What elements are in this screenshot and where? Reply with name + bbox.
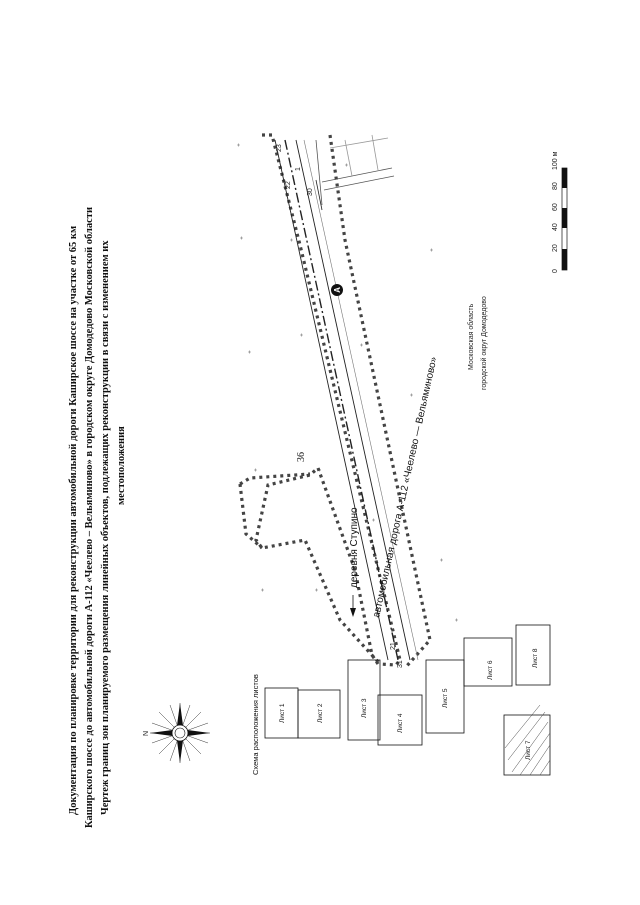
compass-north-label: N [143, 731, 150, 736]
district-label: городской округ Домодедово [480, 296, 488, 390]
marker-a: A [331, 284, 343, 296]
scale-tick-80: 80 [552, 182, 559, 190]
sheet-scheme: Схема расположения листов Лист 1 Лист 2 … [251, 624, 551, 776]
scale-bar: 0 20 40 60 80 100 м [552, 151, 568, 273]
road-label: автомобильная дорога А-112 «Чеелево — Ве… [370, 355, 440, 618]
region-label: Московская область [467, 303, 475, 370]
compass-rose-icon: N [143, 703, 210, 763]
sheet-label-5: Лист 5 [442, 688, 449, 708]
sheet-label-8: Лист 8 [532, 648, 539, 668]
village-label-group: деревня Ступино [349, 507, 360, 617]
built-up-area [315, 134, 395, 206]
point-label-1: 1 [295, 167, 302, 171]
sheet-label-2: Лист 2 [317, 703, 324, 723]
sheet-label-6: Лист 6 [487, 660, 494, 680]
zone-boundary [238, 133, 432, 670]
sheet-label-4: Лист 4 [397, 713, 404, 733]
point-label-31: 31 [397, 660, 404, 668]
point-label-21: 21 [390, 642, 397, 650]
scale-tick-40: 40 [552, 223, 559, 231]
road-lines [274, 139, 419, 661]
point-label-30: 30 [307, 188, 314, 196]
sheet-label-7: Лист 7 [525, 740, 532, 760]
scale-tick-60: 60 [552, 203, 559, 211]
point-label-22: 22 [285, 181, 292, 189]
scale-tick-100: 100 м [552, 151, 559, 170]
sheet-scheme-title: Схема расположения листов [251, 674, 260, 775]
sheet-label-1: Лист 1 [279, 703, 286, 723]
grid-marks [237, 143, 458, 622]
point-label-23: 23 [276, 144, 283, 152]
scale-tick-20: 20 [552, 244, 559, 252]
svg-text:A: A [333, 287, 342, 293]
point-labels: 23 22 1 30 31 21 [276, 144, 404, 668]
sheet-label-3: Лист 3 [361, 698, 368, 718]
village-label: деревня Ступино [349, 507, 360, 588]
scale-tick-0: 0 [552, 269, 559, 273]
